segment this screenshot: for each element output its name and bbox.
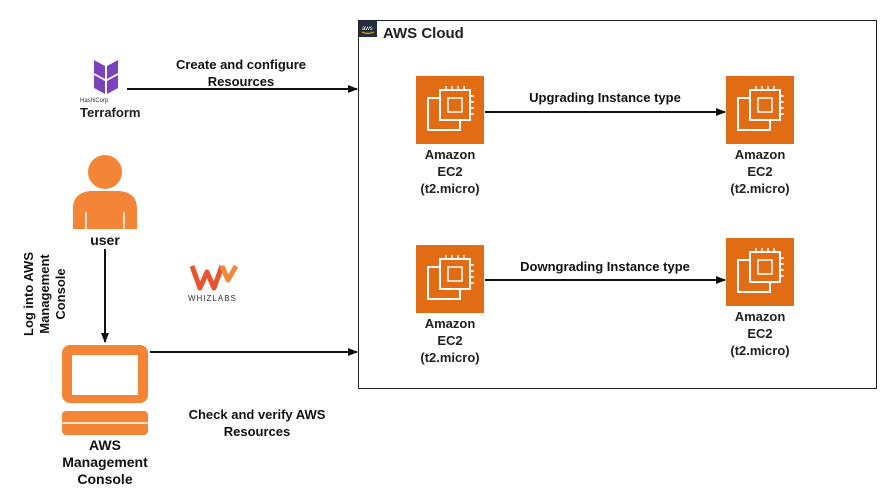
console-arrow-label: Check and verify AWS Resources: [188, 407, 326, 439]
terraform-logo: HashiCorp Terraform: [78, 58, 148, 122]
ec2-instance-3: [416, 245, 484, 313]
whizlabs-text: WHIZLABS: [188, 294, 237, 303]
aws-cloud-title: AWS Cloud: [383, 25, 464, 42]
ec2-instance-1: [416, 76, 484, 144]
console-label: AWS Management Console: [62, 437, 148, 487]
upgrade-label: Upgrading Instance type: [529, 90, 681, 105]
ec2-chip-icon: [737, 86, 784, 131]
whizlabs-logo: WHIZLABS: [188, 262, 248, 308]
management-console-icon: [60, 343, 152, 442]
ec2-label-3: Amazon EC2 (t2.micro): [420, 316, 480, 365]
terraform-name: Terraform: [80, 105, 141, 120]
ec2-label-1: Amazon EC2 (t2.micro): [420, 147, 480, 196]
aws-cloud-group: aws AWS Cloud: [358, 20, 877, 389]
terraform-icon: [94, 60, 118, 94]
login-arrow-label: Log into AWS Management Console: [21, 252, 68, 336]
ec2-label-2: Amazon EC2 (t2.micro): [730, 147, 790, 196]
terraform-vendor: HashiCorp: [80, 98, 109, 104]
ec2-chip-icon: [427, 86, 474, 131]
ec2-chip-icon: [737, 248, 784, 293]
downgrade-label: Downgrading Instance type: [520, 259, 690, 274]
ec2-chip-icon: [427, 255, 474, 300]
aws-badge-text: aws: [362, 26, 373, 32]
user-icon: [70, 152, 140, 237]
aws-cloud-icon: aws: [359, 21, 377, 37]
ec2-label-4: Amazon EC2 (t2.micro): [730, 309, 790, 358]
ec2-instance-4: [726, 238, 794, 306]
terraform-arrow-label: Create and configure Resources: [175, 57, 307, 89]
ec2-instance-2: [726, 76, 794, 144]
user-label: user: [90, 232, 120, 248]
